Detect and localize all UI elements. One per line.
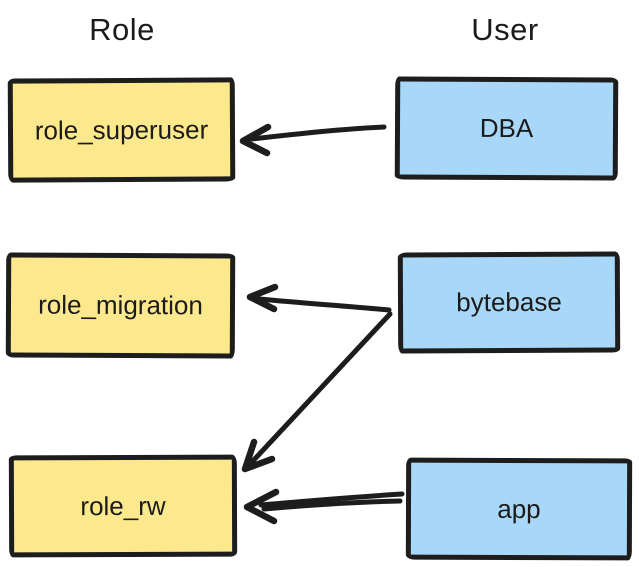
node-role-rw: role_rw xyxy=(8,454,238,558)
arrow-app-to-role-rw xyxy=(243,488,405,525)
node-dba: DBA xyxy=(394,76,619,181)
node-app: app xyxy=(405,457,633,561)
node-role-superuser-label: role_superuser xyxy=(34,114,209,145)
user-column-header: User xyxy=(471,12,539,47)
node-bytebase-label: bytebase xyxy=(456,286,562,318)
node-dba-label: DBA xyxy=(479,112,534,144)
node-bytebase: bytebase xyxy=(397,251,621,354)
node-app-label: app xyxy=(497,493,541,524)
arrow-bytebase-to-role-migration xyxy=(246,283,392,313)
node-role-migration-label: role_migration xyxy=(38,289,203,321)
arrow-dba-to-role-superuser xyxy=(239,123,387,157)
role-column-header: Role xyxy=(89,12,155,47)
node-role-superuser: role_superuser xyxy=(7,77,236,183)
node-role-migration: role_migration xyxy=(5,252,236,359)
node-role-rw-label: role_rw xyxy=(80,490,166,521)
arrow-bytebase-to-role-rw xyxy=(241,311,393,473)
